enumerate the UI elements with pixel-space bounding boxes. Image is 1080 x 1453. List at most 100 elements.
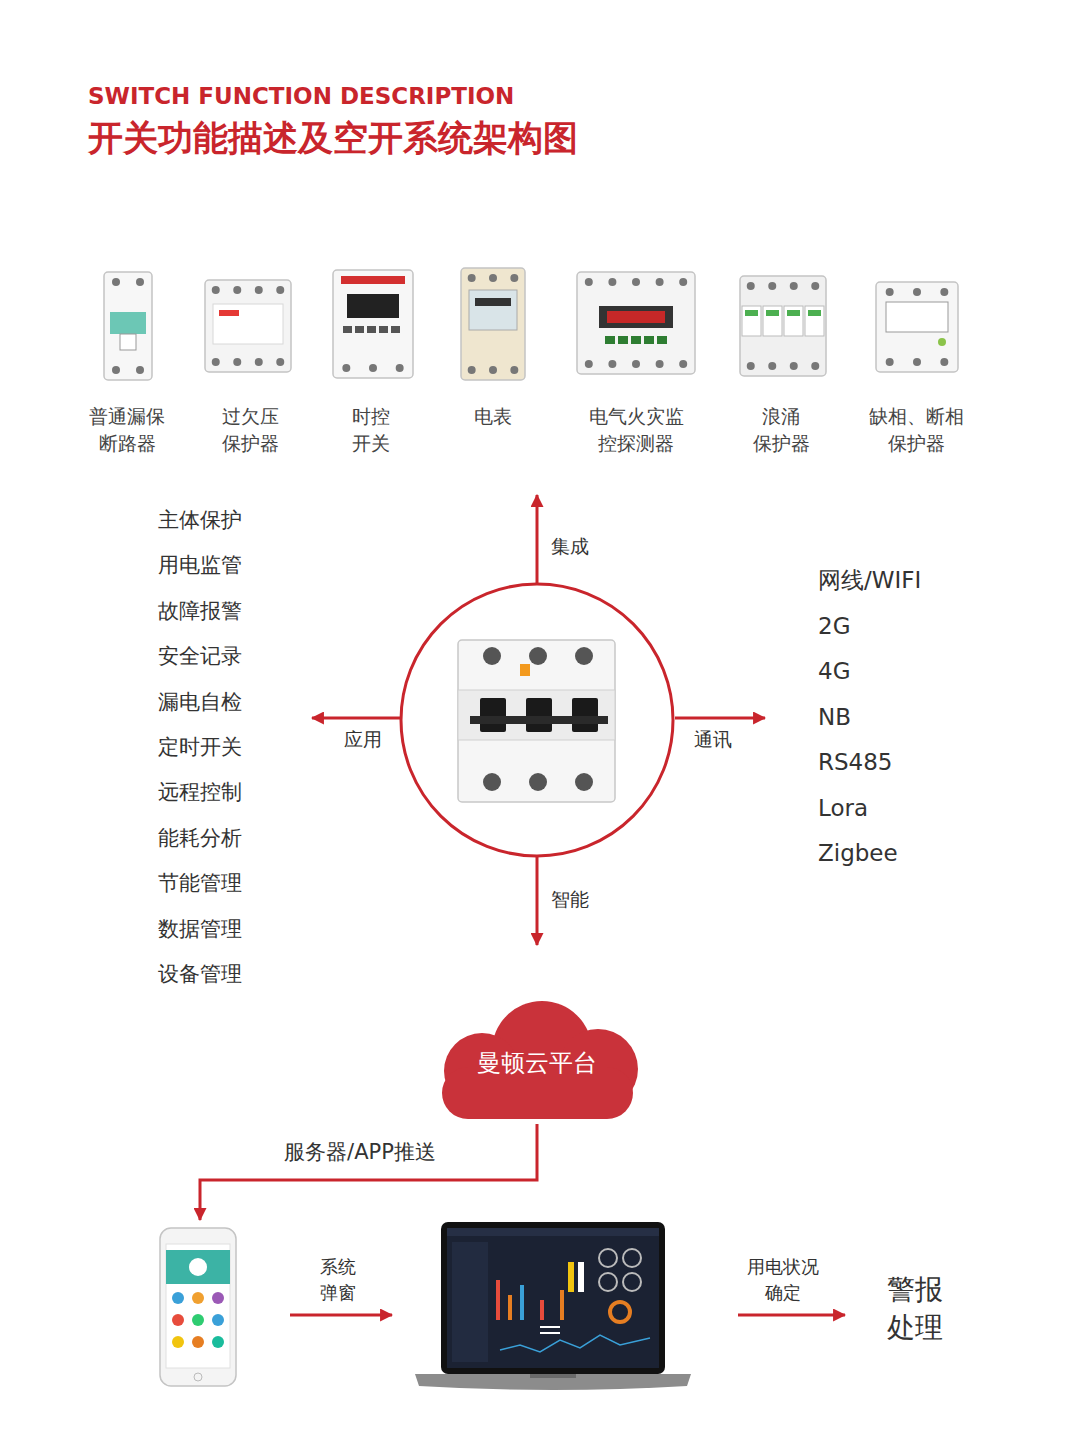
breaker-picture xyxy=(483,647,501,665)
product-picture xyxy=(212,286,220,294)
product-picture xyxy=(742,306,761,336)
product-picture xyxy=(805,306,824,336)
arrow-label: 服务器/APP推送 xyxy=(284,1138,436,1166)
breaker-picture xyxy=(520,664,530,676)
application-item: 主体保护 xyxy=(158,506,242,534)
product-picture xyxy=(808,310,821,316)
arrow-label: 智能 xyxy=(551,887,589,913)
laptop-picture xyxy=(623,1249,641,1267)
subtitle: SWITCH FUNCTION DESCRIPTION xyxy=(88,83,514,109)
product-picture xyxy=(510,366,518,374)
product-picture xyxy=(347,294,399,318)
page-title: 开关功能描述及空开系统架构图 xyxy=(88,115,578,162)
product-name: 时控 开关 xyxy=(349,403,393,457)
laptop-picture xyxy=(568,1262,574,1292)
product-picture xyxy=(468,366,476,374)
protocol-item: NB xyxy=(818,704,851,730)
product-picture xyxy=(790,362,798,370)
product-picture xyxy=(618,336,628,344)
product-picture xyxy=(876,282,958,372)
product-picture xyxy=(657,336,667,344)
product-picture xyxy=(763,306,782,336)
laptop-picture xyxy=(441,1222,665,1374)
breaker-picture xyxy=(483,773,501,791)
laptop-picture xyxy=(447,1228,659,1236)
product-picture xyxy=(608,360,616,368)
product-picture xyxy=(577,272,695,374)
product-picture xyxy=(607,311,665,323)
application-item: 能耗分析 xyxy=(158,824,242,852)
product-picture xyxy=(461,268,525,380)
product-picture xyxy=(740,276,826,376)
breaker-picture xyxy=(470,716,608,724)
application-item: 安全记录 xyxy=(158,642,242,670)
product-picture xyxy=(391,326,400,333)
product-picture xyxy=(768,282,776,290)
laptop-picture xyxy=(560,1290,564,1320)
product-picture xyxy=(112,278,120,286)
arrow-label: 通讯 xyxy=(694,727,732,753)
laptop-picture xyxy=(500,1335,650,1352)
product-picture xyxy=(461,268,525,380)
application-item: 节能管理 xyxy=(158,869,242,897)
application-item: 数据管理 xyxy=(158,915,242,943)
laptop-picture xyxy=(496,1280,500,1320)
laptop-picture xyxy=(599,1273,617,1291)
application-item: 用电监管 xyxy=(158,551,242,579)
flow-arrow xyxy=(675,717,765,720)
product-picture xyxy=(644,336,654,344)
phone-picture xyxy=(160,1228,236,1386)
phone-picture xyxy=(192,1336,204,1348)
laptop-picture xyxy=(540,1300,544,1320)
product-picture xyxy=(938,338,946,346)
phone-picture xyxy=(212,1292,224,1304)
product-name: 普通漏保 断路器 xyxy=(86,403,168,457)
product-picture xyxy=(276,358,284,366)
laptop-picture xyxy=(415,1222,691,1390)
protocol-item: 2G xyxy=(818,613,850,639)
product-picture xyxy=(343,326,352,333)
application-item: 设备管理 xyxy=(158,960,242,988)
product-picture xyxy=(608,278,616,286)
product-picture xyxy=(886,358,894,366)
product-picture xyxy=(632,278,640,286)
product-picture xyxy=(768,362,776,370)
protocol-item: Lora xyxy=(818,795,868,821)
product-picture xyxy=(212,358,220,366)
application-item: 故障报警 xyxy=(158,597,242,625)
product-picture xyxy=(510,274,518,282)
application-item: 漏电自检 xyxy=(158,688,242,716)
flow-arrow xyxy=(738,1314,845,1317)
flow-arrow xyxy=(536,495,539,583)
layout-arrows xyxy=(200,495,845,1315)
breaker-picture xyxy=(529,773,547,791)
product-picture xyxy=(205,280,291,372)
product-picture xyxy=(790,282,798,290)
cloud-label: 曼顿云平台 xyxy=(477,1041,597,1079)
product-picture xyxy=(599,306,673,328)
product-picture xyxy=(747,282,755,290)
product-picture xyxy=(205,280,291,372)
product-picture xyxy=(255,358,263,366)
breaker-picture xyxy=(458,640,615,802)
product-picture xyxy=(913,288,921,296)
product-picture xyxy=(255,286,263,294)
laptop-picture xyxy=(623,1273,641,1291)
phone-picture xyxy=(166,1250,230,1284)
product-picture xyxy=(787,310,800,316)
phone-picture xyxy=(172,1292,184,1304)
product-picture xyxy=(120,334,136,350)
hub-circle xyxy=(401,584,673,856)
product-picture xyxy=(766,310,779,316)
laptop-picture xyxy=(520,1285,524,1320)
product-picture xyxy=(940,288,948,296)
protocol-item: Zigbee xyxy=(818,840,898,866)
arrow-label: 系统 弹窗 xyxy=(317,1254,358,1306)
product-picture xyxy=(577,272,695,374)
product-picture xyxy=(112,366,120,374)
application-item: 定时开关 xyxy=(158,733,242,761)
laptop-picture xyxy=(610,1302,630,1322)
product-picture xyxy=(811,282,819,290)
